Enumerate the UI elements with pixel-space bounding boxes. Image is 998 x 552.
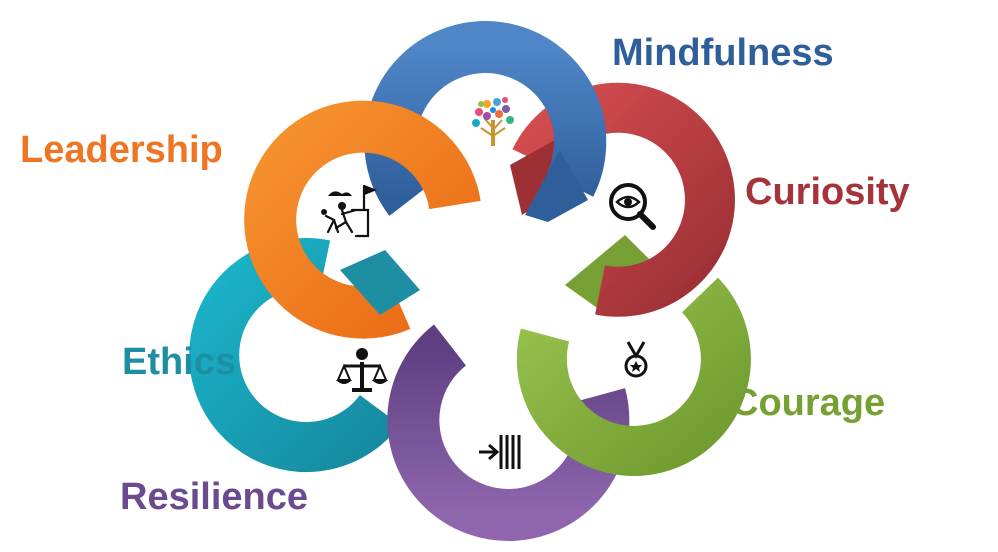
ring-leadership	[244, 100, 481, 339]
label-courage: Courage	[731, 382, 886, 424]
arrow-barrier-icon	[479, 435, 521, 469]
label-mindfulness: Mindfulness	[612, 32, 834, 74]
eye-magnifier-icon	[609, 183, 656, 230]
tree-icon	[472, 97, 514, 146]
label-leadership: Leadership	[20, 129, 223, 171]
medal-icon	[624, 341, 648, 378]
label-curiosity: Curiosity	[745, 171, 910, 213]
label-resilience: Resilience	[120, 476, 308, 518]
label-ethics: Ethics	[122, 341, 237, 383]
scales-icon	[336, 348, 388, 392]
climbing-flag-icon	[321, 184, 377, 238]
